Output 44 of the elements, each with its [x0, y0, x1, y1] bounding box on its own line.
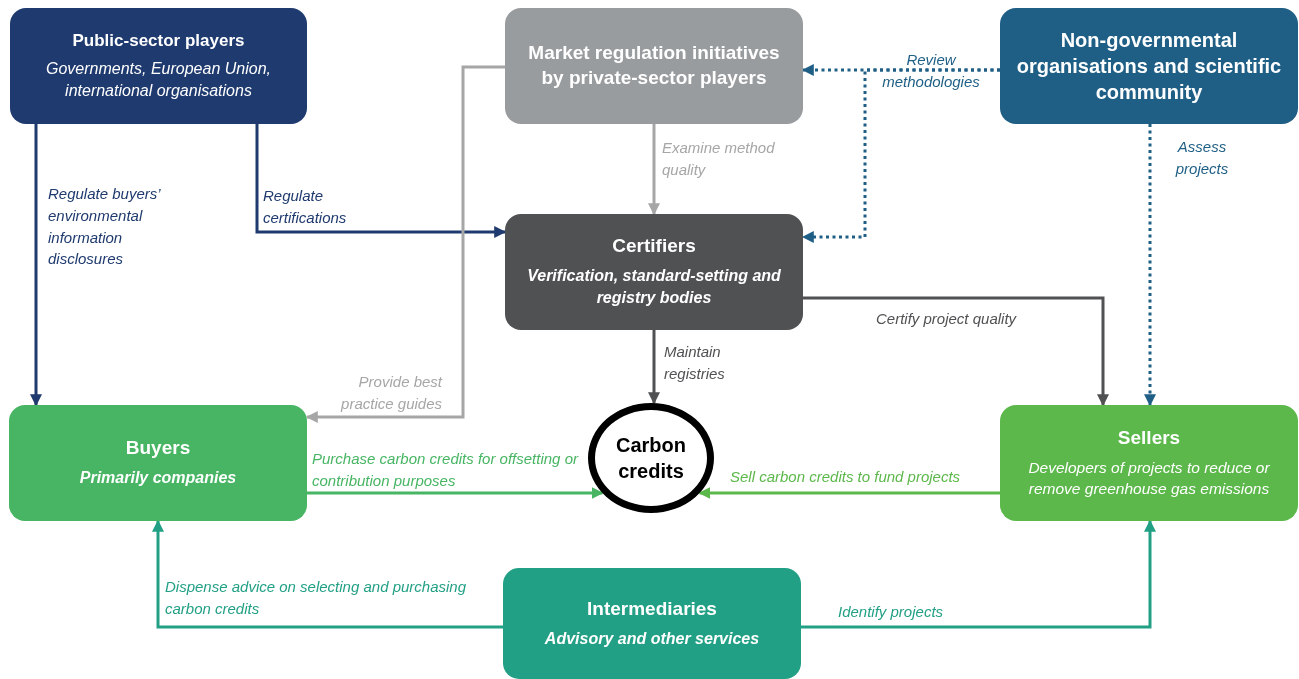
arrow: [152, 519, 503, 629]
edge-label: Identify projects: [838, 602, 945, 622]
actor-box: [1000, 8, 1298, 124]
dotted-arrow: [801, 68, 1000, 243]
actor-box: [505, 214, 803, 330]
edge-label: Dispense advice on selecting and purchasing carbon credits: [165, 577, 468, 619]
dotted-arrow: [1144, 124, 1156, 407]
node-title: Carbon credits: [615, 433, 687, 484]
node-title: Certifiers: [612, 234, 696, 259]
node-title: Intermediaries: [587, 596, 717, 621]
actor-box: [503, 568, 801, 679]
actor-box: [9, 405, 307, 521]
arrow: [648, 124, 660, 216]
edge-label: Regulate certifications: [263, 186, 348, 228]
node-subtitle: Developers of projects to reduce or remove greenhouse gas emissions: [1027, 457, 1271, 500]
arrow: [803, 296, 1109, 407]
actor-box: [1000, 405, 1298, 521]
node-title: Public-sector players: [72, 29, 245, 52]
arrow: [305, 65, 505, 423]
actor-box: [10, 8, 307, 124]
node-title: Non-governmental organisations and scientific community: [1015, 28, 1283, 105]
arrow: [255, 124, 507, 238]
edge-label: Sell carbon credits to fund projects: [730, 467, 962, 487]
edge-label: Certify project quality: [876, 309, 1018, 329]
arrow: [648, 330, 660, 405]
node-title: Market regulation initiatives by private-sector players: [527, 41, 781, 90]
node-title: Sellers: [1117, 425, 1181, 450]
edge-label: Provide best practice guides: [339, 372, 442, 414]
arrow: [698, 487, 1000, 499]
arrow: [801, 519, 1156, 629]
node-title: Buyers: [125, 436, 191, 461]
edge-label: Purchase carbon credits for offsetting or contribution purposes: [312, 449, 580, 491]
actor-box: [505, 8, 803, 124]
edge-label: Review methodologies: [881, 50, 981, 92]
edge-label: Examine method quality: [662, 138, 776, 180]
node-subtitle: Advisory and other services: [544, 628, 760, 649]
arrow: [30, 124, 42, 407]
node-subtitle: Primarily companies: [79, 468, 237, 489]
node-subtitle: Verification, standard-setting and registry bodies: [526, 265, 782, 309]
edge-label: Maintain registries: [664, 342, 726, 384]
edge-label: Regulate buyers’ environmental information disclosures: [48, 184, 162, 270]
arrow: [307, 487, 604, 499]
node-subtitle: Governments, European Union, international organisations: [45, 58, 272, 102]
edge-label: Assess projects: [1174, 137, 1230, 179]
